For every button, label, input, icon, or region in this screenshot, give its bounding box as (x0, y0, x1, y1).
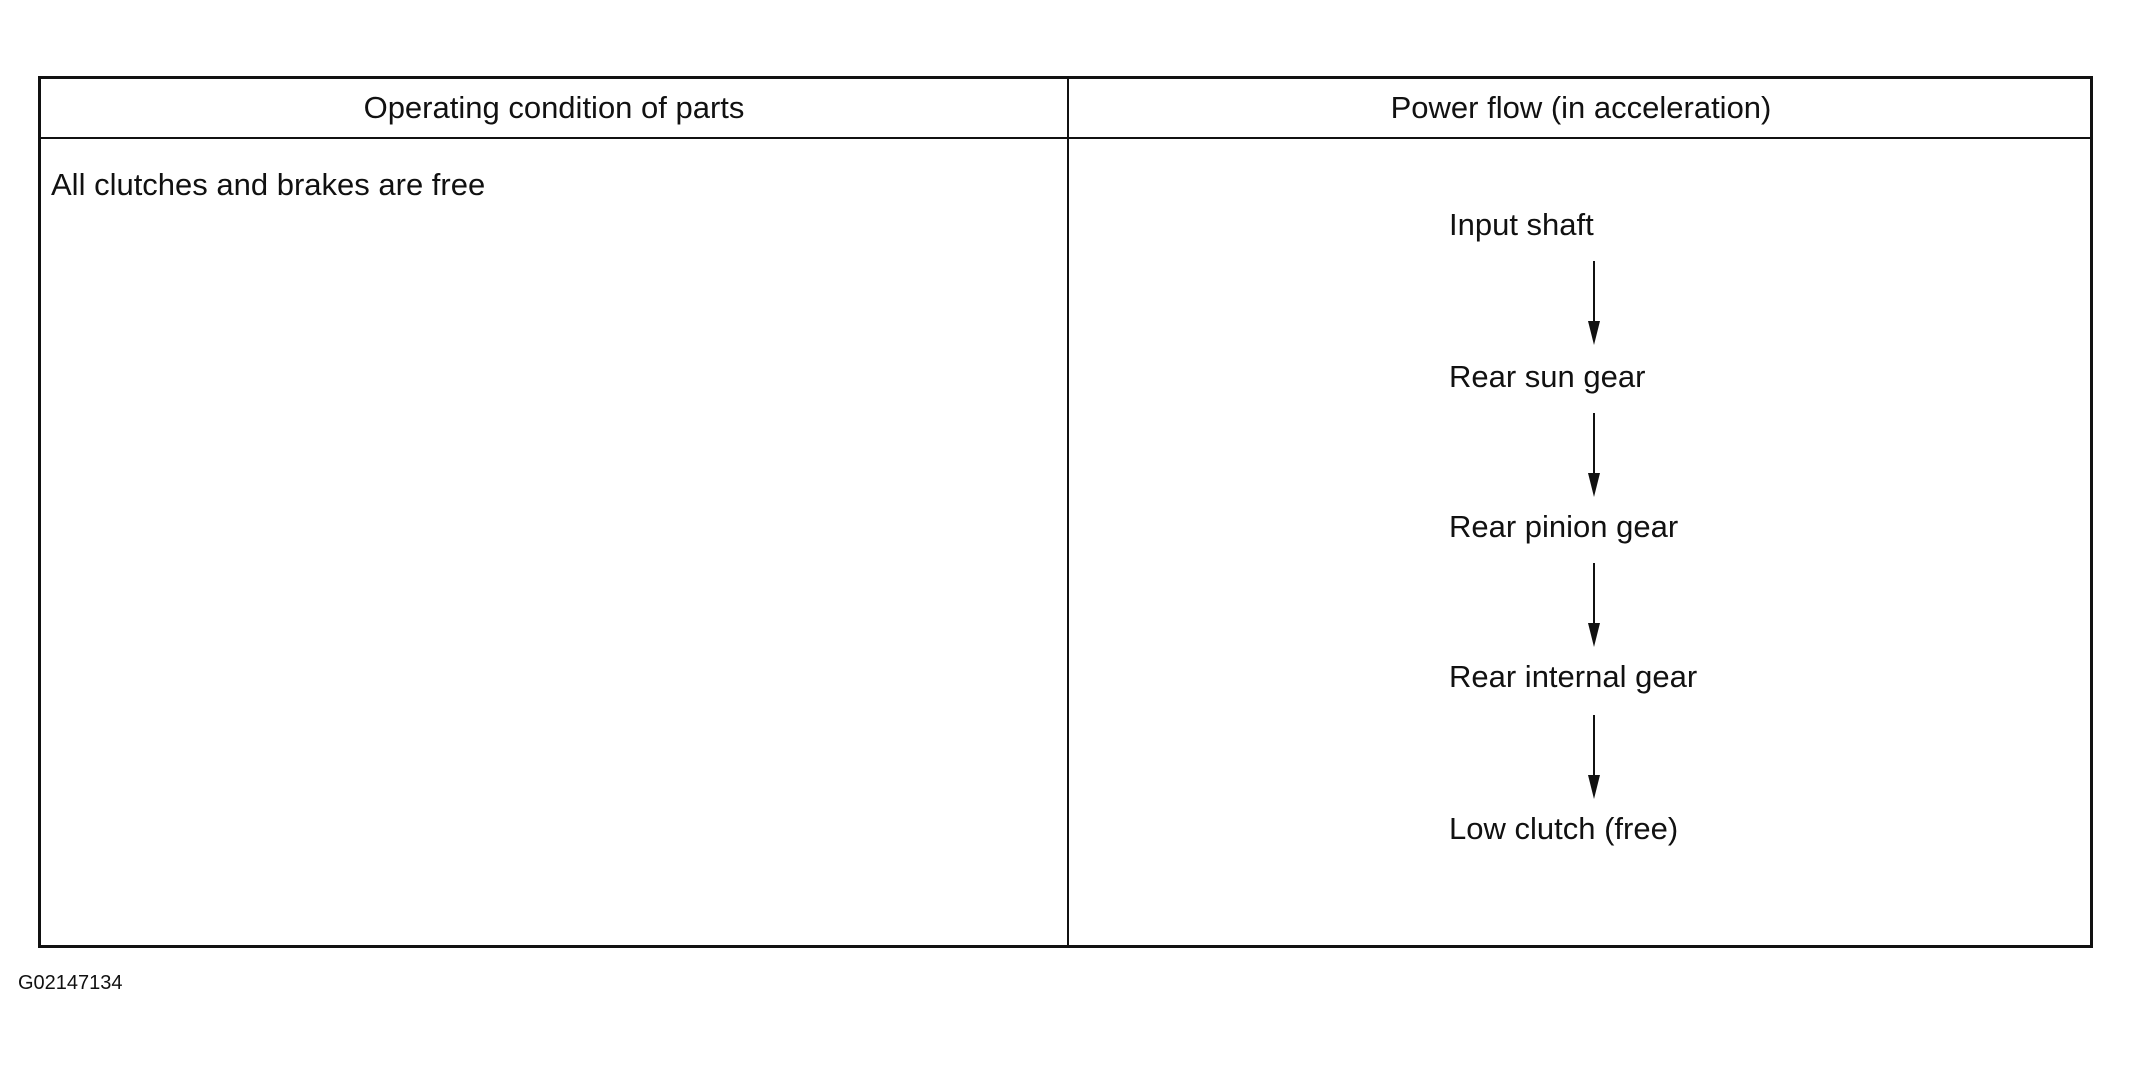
power-flow-table: Operating condition of parts Power flow … (38, 76, 2093, 948)
flow-arrow-3 (1588, 563, 1600, 647)
flow-step-rear-pinion-gear: Rear pinion gear (1449, 509, 1679, 544)
power-flow-chain: Input shaft Rear sun gear Rear pinion ge… (1449, 79, 1949, 945)
flow-arrow-4 (1588, 715, 1600, 799)
flow-step-input-shaft: Input shaft (1449, 207, 1594, 242)
flow-step-rear-sun-gear: Rear sun gear (1449, 359, 1646, 394)
flow-step-rear-internal-gear: Rear internal gear (1449, 659, 1698, 694)
flow-arrow-1 (1588, 261, 1600, 345)
header-operating-condition: Operating condition of parts (363, 90, 745, 125)
flow-arrow-2 (1588, 413, 1600, 497)
column-divider (1067, 79, 1069, 945)
header-power-flow: Power flow (in acceleration) (1390, 90, 1772, 125)
flow-step-low-clutch: Low clutch (free) (1449, 811, 1679, 846)
table-header-row: Operating condition of parts Power flow … (41, 79, 2090, 139)
operating-condition-text: All clutches and brakes are free (51, 167, 486, 202)
figure-code: G02147134 (18, 972, 123, 994)
